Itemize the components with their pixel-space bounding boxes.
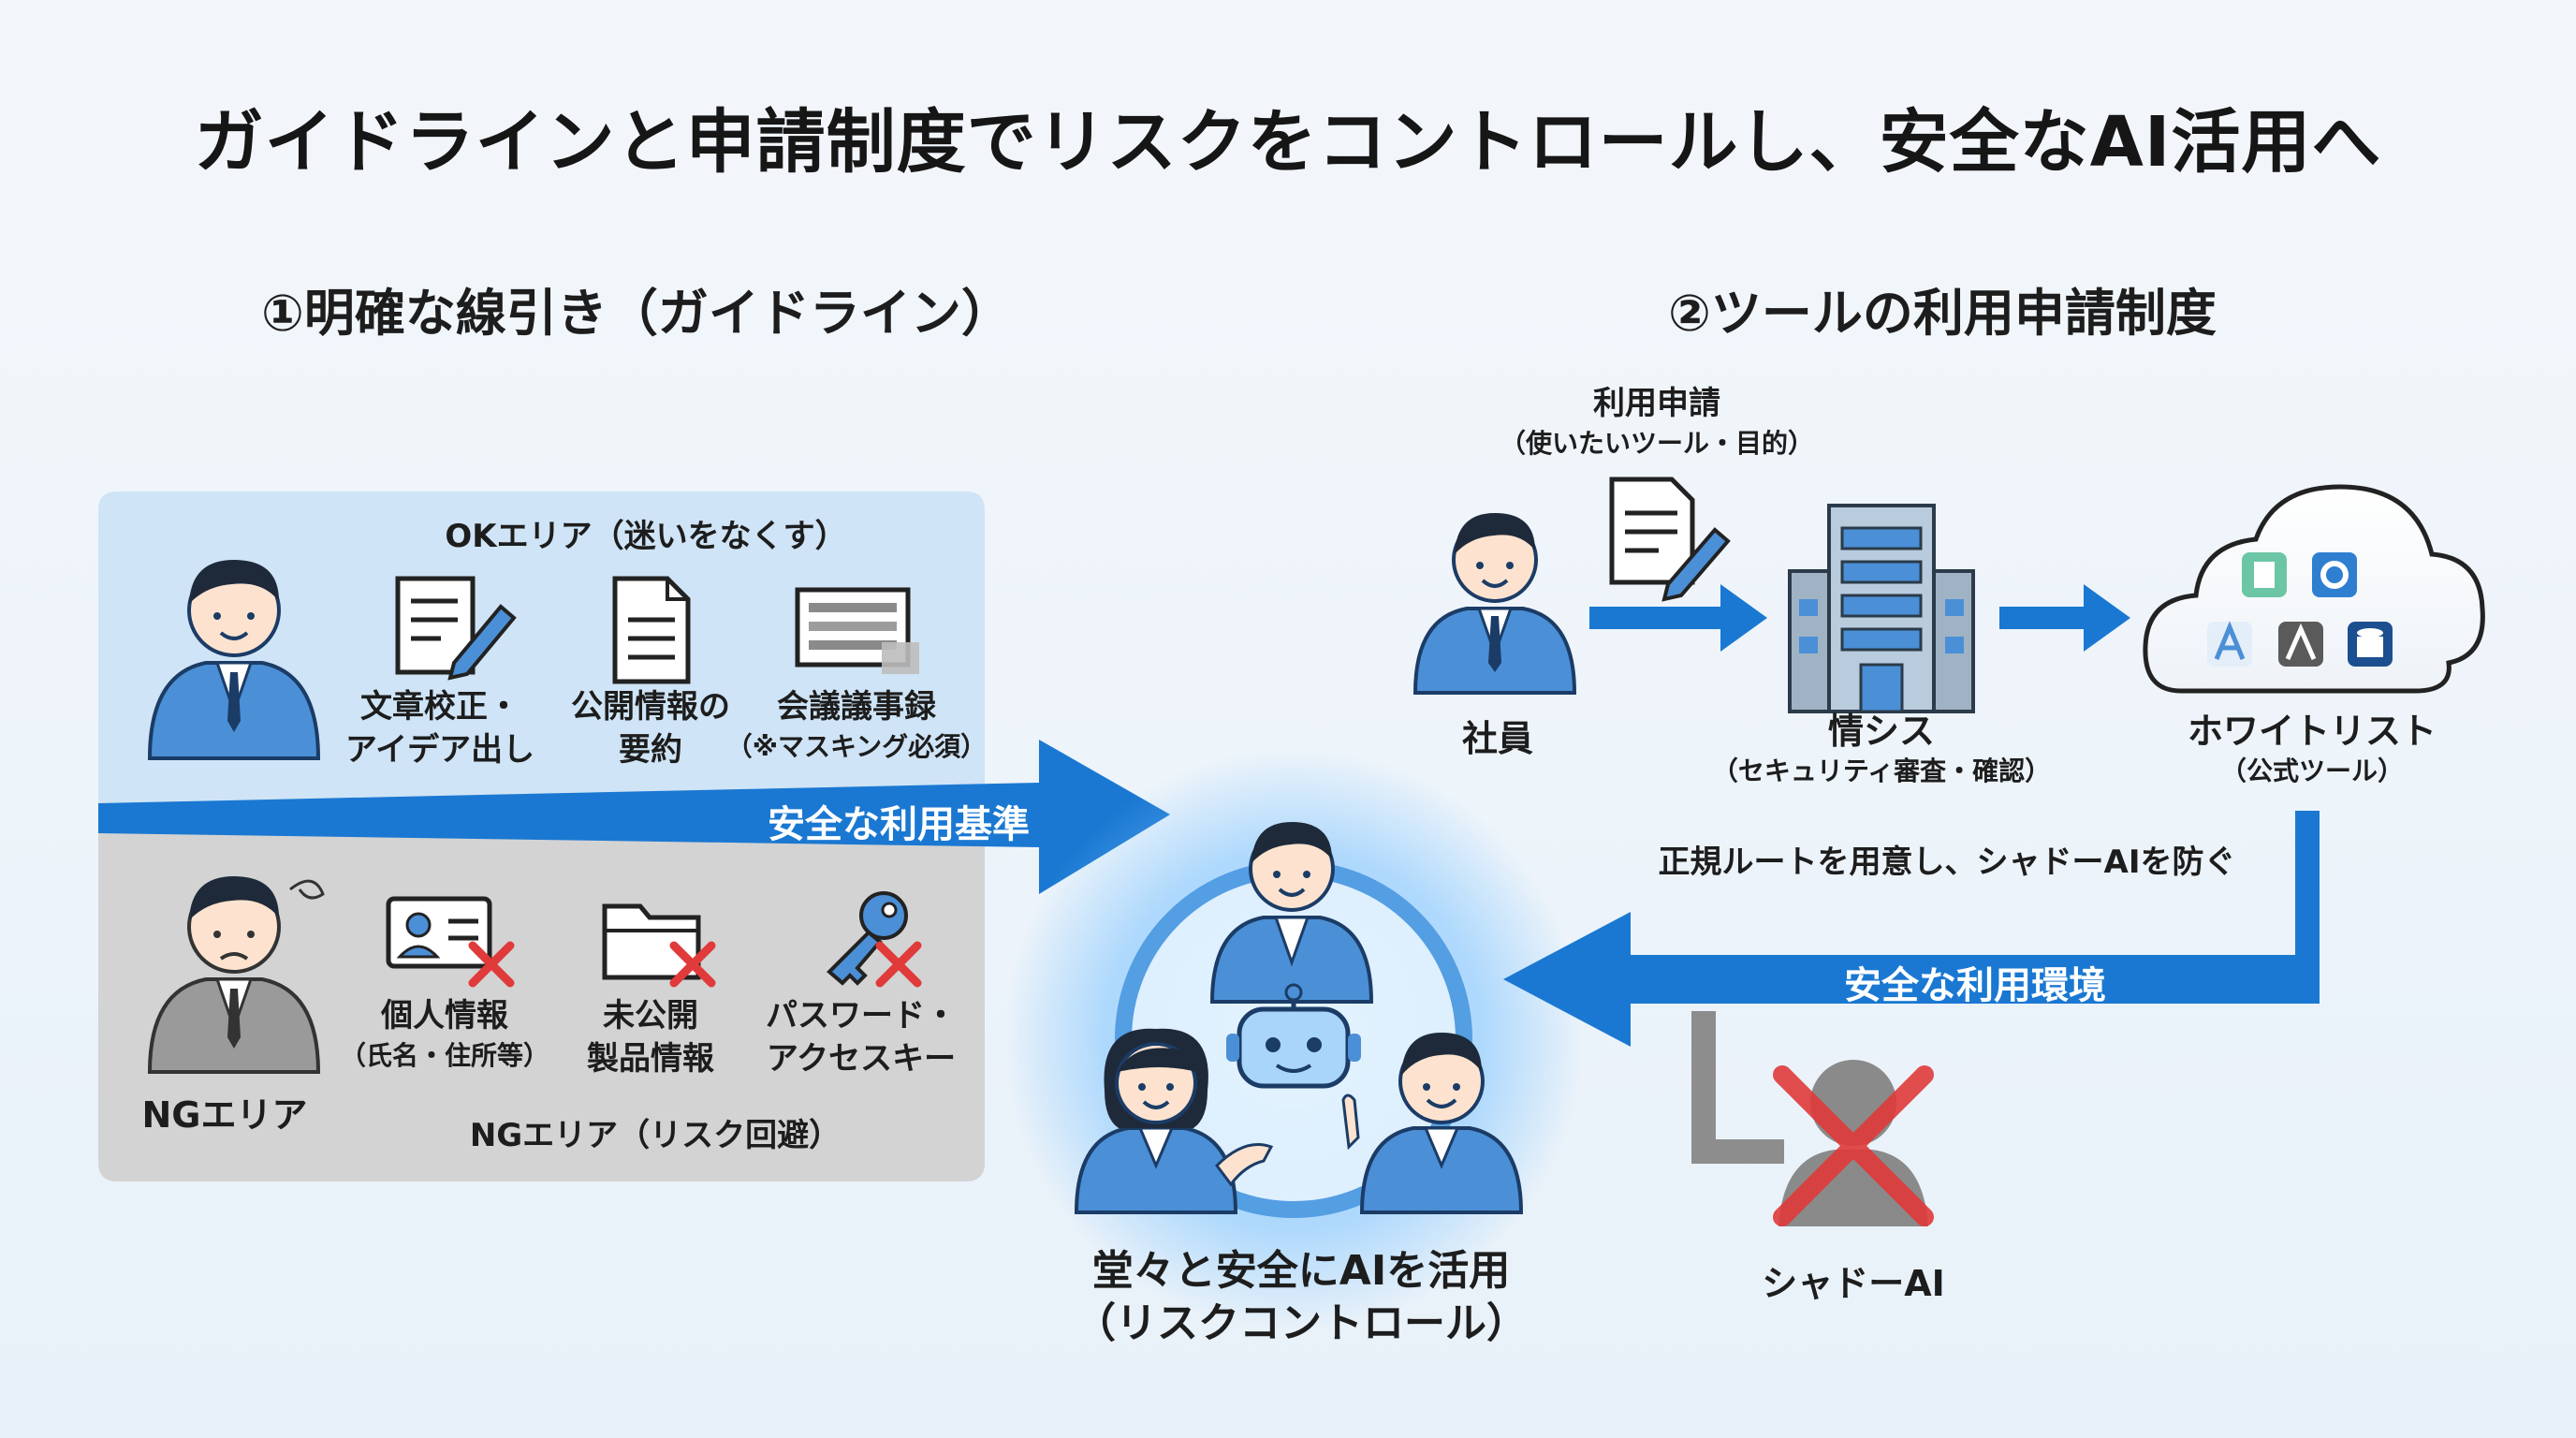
app-database-icon — [2348, 622, 2393, 667]
employee-label: 社員 — [1461, 718, 1533, 759]
center-caption: 堂々と安全にAIを活用 （リスクコントロール） — [1075, 1247, 1528, 1347]
shadow-branch-line — [1691, 1011, 1784, 1164]
ng-person-label: NGエリア — [141, 1094, 308, 1136]
center-person-top — [1209, 822, 1374, 1004]
it-dept-label: 情シス （セキュリティ審査・確認） — [1711, 711, 2052, 786]
safe-environment-arrow-label: 安全な利用環境 — [1844, 964, 2106, 1007]
arrow-it-to-whitelist — [1999, 584, 2130, 652]
document-pen-icon — [395, 576, 517, 681]
app-gear-icon — [2312, 552, 2357, 597]
route-note: 正規ルートを用意し、シャドーAIを防ぐ — [1658, 844, 2236, 881]
center-person-left — [1074, 1028, 1274, 1214]
ng-item-2: 未公開 製品情報 — [587, 997, 714, 1078]
ng-area-label: NGエリア（リスク回避） — [469, 1117, 842, 1154]
section1-heading: ①明確な線引き（ガイドライン） — [261, 284, 1012, 343]
ng-x-marks — [468, 941, 922, 988]
masked-notes-icon — [795, 587, 919, 674]
ng-item-3: パスワード・ アクセスキー — [766, 997, 957, 1078]
shadow-ai-label: シャドーAI — [1762, 1263, 1945, 1304]
safe-environment-arrow — [1503, 811, 2320, 1047]
request-label: 利用申請 （使いたいツール・目的） — [1499, 385, 1814, 459]
building-icon — [1788, 504, 1975, 713]
ok-item-2: 公開情報の 要約 — [571, 688, 730, 769]
page-title: ガイドラインと申請制度でリスクをコントロールし、安全なAI活用へ — [194, 102, 2382, 183]
folder-icon — [602, 903, 701, 980]
app-dark-a-icon — [2278, 622, 2323, 667]
arrow-employee-to-it — [1589, 584, 1767, 652]
ok-item-3: 会議議事録 （※マスキング必須） — [725, 688, 988, 762]
section2-heading: ②ツールの利用申請制度 — [1668, 284, 2217, 343]
ok-area-panel — [98, 492, 985, 810]
app-doc-icon — [2242, 552, 2287, 597]
robot-icon — [1226, 983, 1361, 1089]
ng-person-icon — [147, 876, 325, 1074]
center-person-right — [1341, 1033, 1524, 1214]
key-icon — [827, 891, 908, 986]
ok-item-1: 文章校正・ アイデア出し — [344, 688, 535, 769]
ok-area-label: OKエリア（迷いをなくす） — [445, 518, 847, 555]
request-document-icon — [1609, 477, 1731, 602]
shadow-ai-x-icon — [1773, 1065, 1934, 1226]
id-card-icon — [386, 896, 492, 969]
ng-item-1: 個人情報 （氏名・住所等） — [339, 997, 549, 1071]
safe-standard-arrow — [98, 740, 1170, 894]
ng-area-panel — [98, 810, 985, 1181]
document-icon — [612, 576, 691, 684]
ok-person-icon — [147, 560, 321, 760]
app-a-icon — [2207, 621, 2252, 667]
whitelist-label: ホワイトリスト （公式ツール） — [2187, 711, 2437, 786]
employee-icon — [1412, 513, 1577, 695]
safe-standard-arrow-label: 安全な利用基準 — [768, 803, 1030, 846]
